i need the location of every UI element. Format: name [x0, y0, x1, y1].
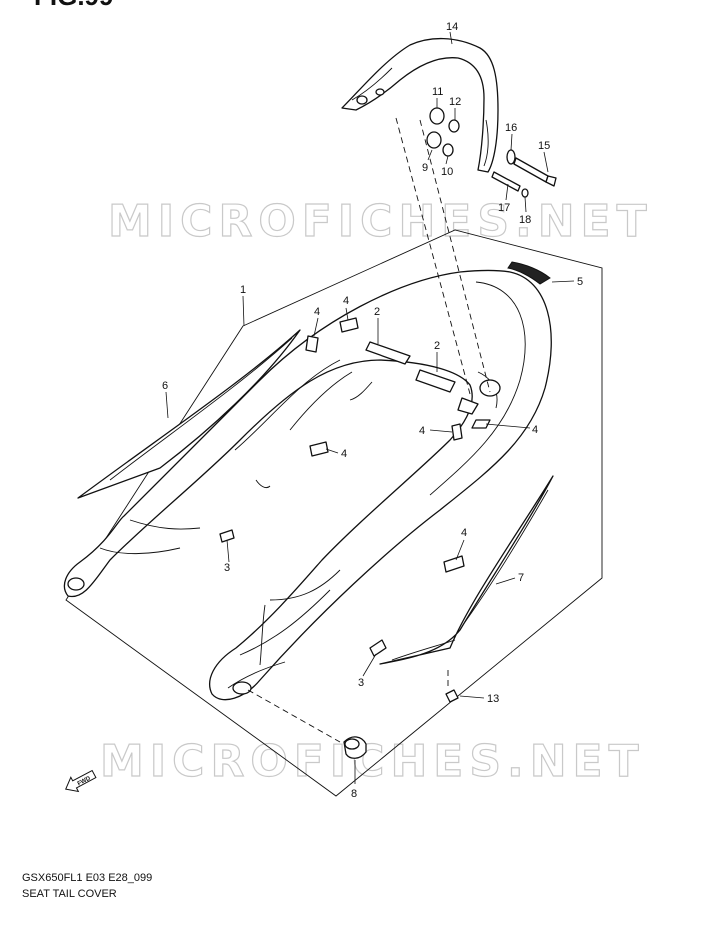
assembly-line-3	[247, 689, 341, 743]
callout-8: 8	[351, 788, 357, 800]
sticker-3-b	[369, 639, 387, 657]
sticker-3-a	[219, 529, 235, 543]
callout-2a: 2	[374, 306, 380, 318]
sticker-4-a	[305, 335, 319, 353]
callout-4d: 4	[532, 424, 538, 436]
callout-10: 10	[441, 166, 453, 178]
leader-1	[242, 295, 245, 327]
leader-4c	[429, 429, 453, 433]
callout-17: 17	[498, 202, 510, 214]
callout-4c: 4	[419, 425, 425, 437]
figure-name: SEAT TAIL COVER	[22, 888, 117, 900]
side-panel-left-edge	[109, 337, 293, 481]
bolt-17	[491, 171, 521, 192]
leader-5	[551, 280, 575, 283]
washer-18	[521, 188, 529, 198]
sticker-4-b	[339, 317, 359, 333]
sticker-4-e	[309, 441, 329, 457]
spacer-10	[442, 143, 454, 157]
grommet-8	[343, 736, 367, 759]
leader-6	[165, 391, 169, 419]
callout-4b: 4	[343, 295, 349, 307]
grab-rail	[341, 37, 499, 173]
figure-title: FIG.99	[34, 0, 113, 8]
washer-16	[506, 149, 516, 165]
callout-2b: 2	[434, 340, 440, 352]
sticker-4-c	[451, 423, 463, 441]
leader-18	[524, 196, 527, 213]
leader-4a	[313, 317, 319, 337]
callout-3a: 3	[224, 562, 230, 574]
fwd-arrow-icon: FWD	[65, 769, 97, 793]
leader-4f	[455, 539, 465, 561]
callout-1: 1	[240, 284, 246, 296]
figure-code: GSX650FL1 E03 E28_099	[22, 872, 153, 884]
leader-3a	[226, 539, 230, 563]
sticker-4-f	[443, 555, 465, 573]
leader-14	[449, 31, 453, 45]
leader-9	[427, 149, 433, 161]
callout-3b: 3	[358, 677, 364, 689]
callout-9: 9	[422, 162, 428, 174]
spacer-12	[448, 119, 460, 133]
decal-5	[507, 261, 551, 285]
callout-16: 16	[505, 122, 517, 134]
collar-9	[426, 131, 442, 149]
leader-3b	[362, 653, 377, 677]
callout-15: 15	[538, 140, 550, 152]
assembly-boundary	[65, 229, 603, 797]
watermark-bottom: MICROFICHES.NET	[100, 736, 645, 787]
decal-2-a	[365, 341, 411, 365]
leader-4d	[485, 423, 531, 429]
decal-2-b	[415, 369, 456, 393]
callout-11: 11	[432, 86, 443, 98]
callout-12: 12	[449, 96, 461, 108]
callout-7: 7	[518, 572, 524, 584]
leader-15	[543, 151, 549, 173]
sticker-4-d	[471, 419, 491, 429]
leader-16	[510, 133, 513, 151]
callout-5: 5	[577, 276, 583, 288]
assembly-line-1	[395, 117, 471, 395]
side-panel-right	[379, 475, 554, 665]
leader-4b	[345, 307, 349, 321]
bolt-15	[513, 157, 557, 187]
callout-14: 14	[446, 21, 458, 33]
leader-7	[495, 577, 516, 585]
callout-4f: 4	[461, 527, 467, 539]
watermark-top: MICROFICHES.NET	[108, 196, 653, 247]
callout-6: 6	[162, 380, 168, 392]
leader-13	[459, 695, 485, 699]
leader-17	[505, 183, 509, 201]
assembly-line-2	[419, 119, 491, 393]
leader-4e	[325, 448, 339, 454]
nut-13	[445, 689, 459, 703]
seat-tail-cover	[63, 269, 552, 701]
callout-4e: 4	[341, 448, 347, 460]
callout-13: 13	[487, 693, 499, 705]
side-panel-left	[77, 329, 301, 499]
callout-4a: 4	[314, 306, 320, 318]
collar-11	[429, 107, 445, 125]
leader-10	[445, 155, 449, 165]
callout-18: 18	[519, 214, 531, 226]
